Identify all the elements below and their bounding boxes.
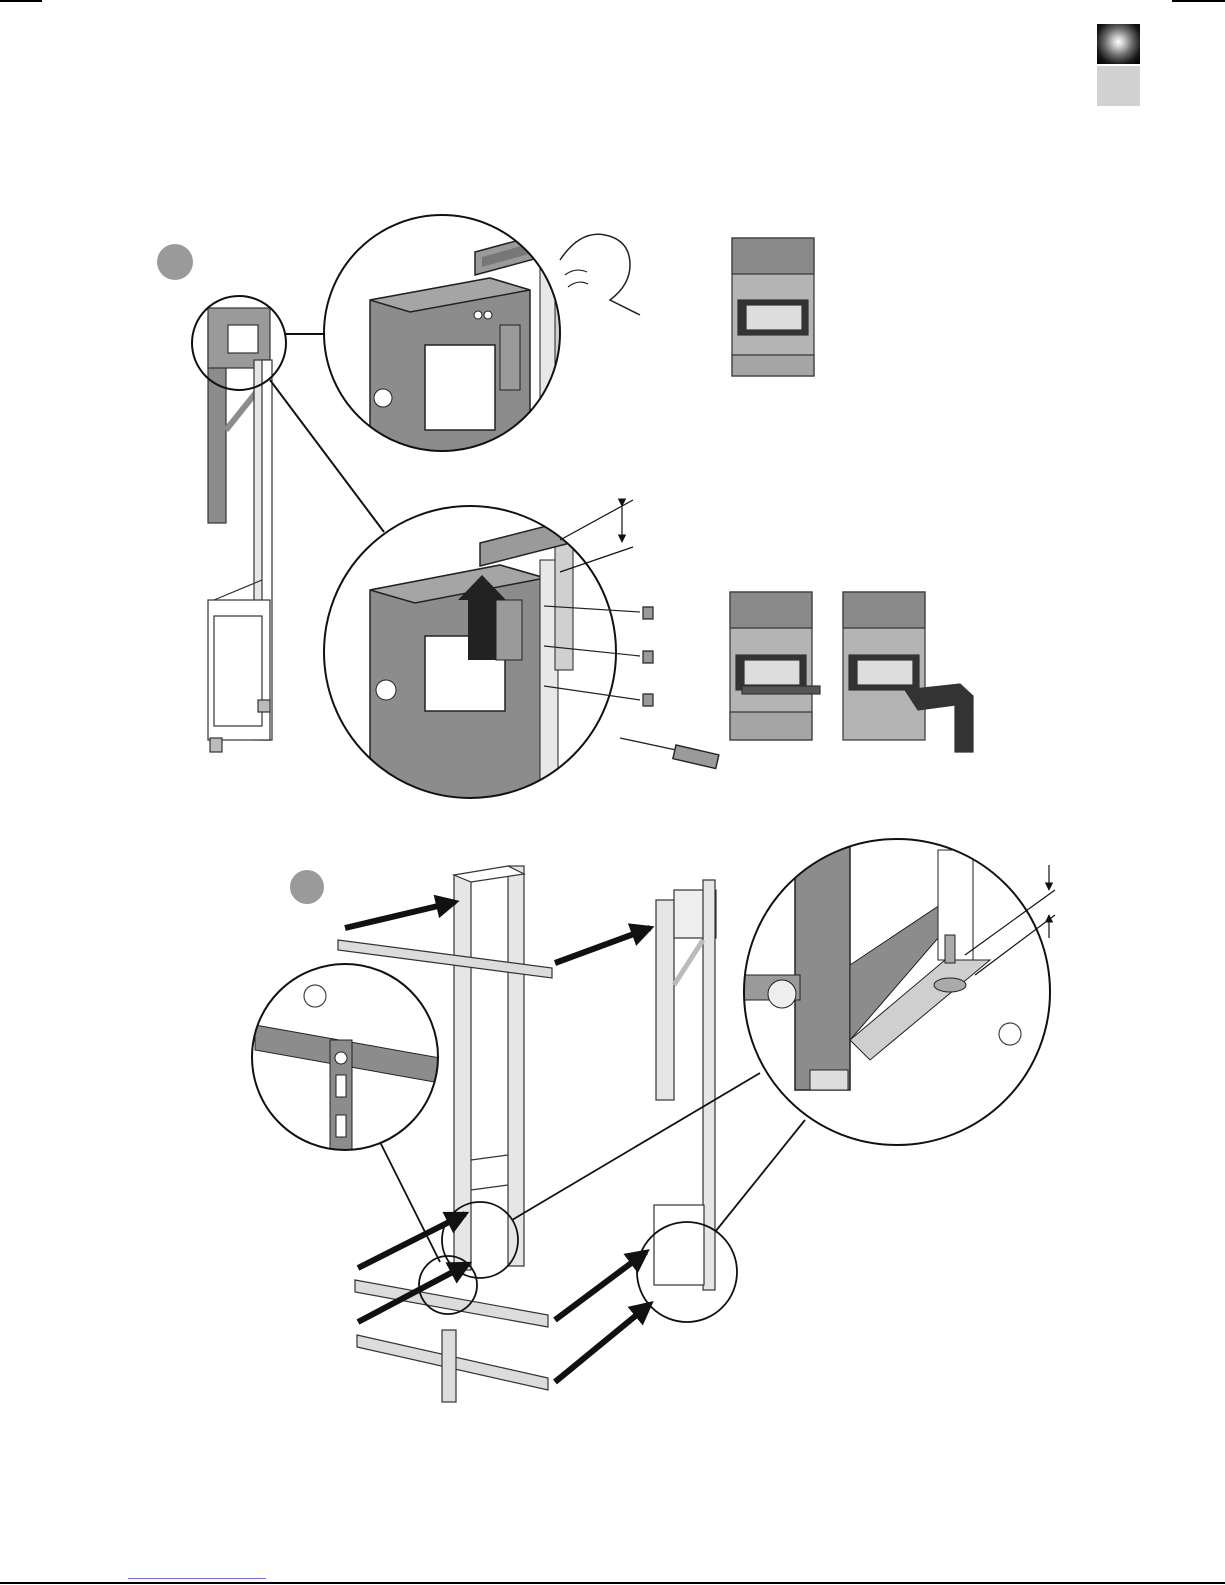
hand-icon <box>560 234 640 315</box>
screwdriver-icon <box>620 738 719 769</box>
frame-detail-ring-b <box>442 1202 518 1278</box>
left-frame <box>454 866 524 1270</box>
step-marker-1 <box>157 244 193 280</box>
stove-with-side-box <box>843 592 973 752</box>
stove-with-plate <box>730 592 820 740</box>
frame-overview <box>208 308 272 752</box>
step-marker-2 <box>290 870 324 904</box>
stove-without-base <box>732 238 814 376</box>
sub-label-circle-a <box>304 985 326 1007</box>
sub-label-circle-b <box>999 1023 1021 1045</box>
detail-adjust-height <box>320 500 620 800</box>
